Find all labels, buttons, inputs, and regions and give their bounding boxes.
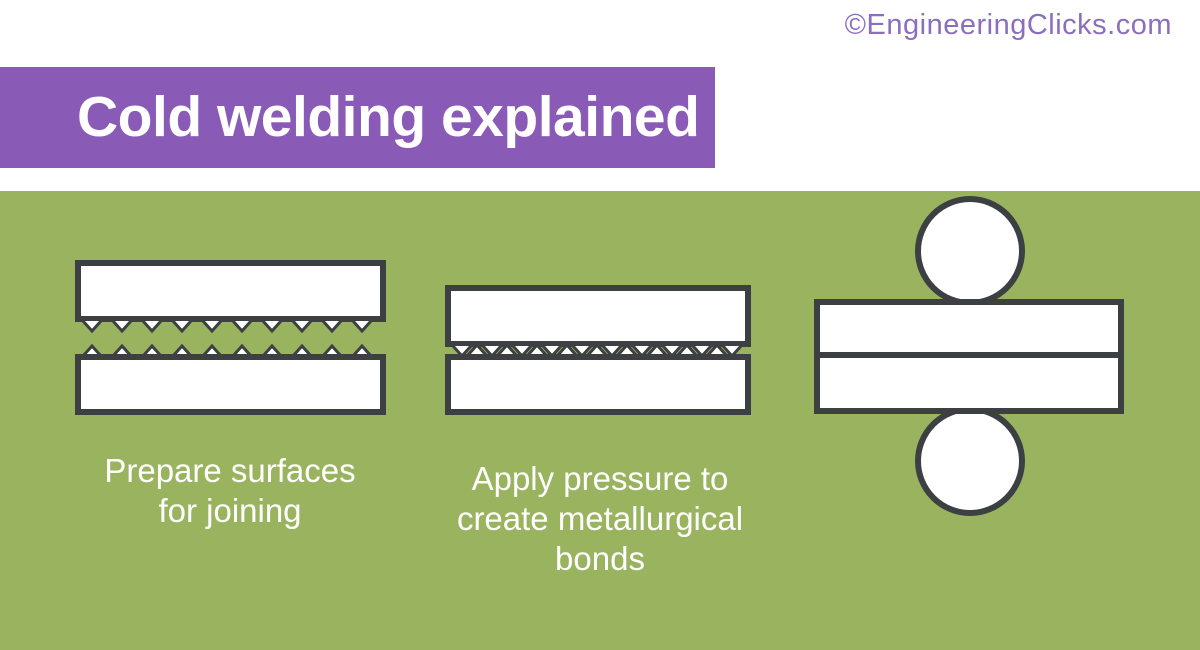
bottom-plate <box>75 354 386 415</box>
bottom-plate-serration-icon <box>466 342 728 357</box>
bottom-roller-icon <box>915 406 1025 516</box>
top-plate <box>814 299 1124 358</box>
caption-line: create metallurgical <box>456 500 744 537</box>
copyright-text: ©EngineeringClicks.com <box>844 9 1172 41</box>
title-banner: Cold welding explained <box>0 67 715 168</box>
top-plate <box>75 260 386 322</box>
top-band: ©EngineeringClicks.com <box>0 0 1200 67</box>
caption-line: bonds <box>555 540 645 577</box>
diagram-apply-pressure <box>445 285 751 415</box>
caption-apply-pressure: Apply pressure to create metallurgical b… <box>420 459 780 579</box>
top-roller-icon <box>915 196 1025 306</box>
bottom-plate-serration-icon <box>81 343 373 358</box>
bottom-plate <box>814 352 1124 414</box>
bottom-plate <box>445 354 751 415</box>
top-plate <box>445 285 751 347</box>
top-plate-serration-icon <box>81 319 373 334</box>
diagram-roll-bonding <box>814 196 1124 516</box>
caption-prepare-surfaces: Prepare surfaces for joining <box>60 451 400 531</box>
diagram-panel: Prepare surfaces for joining Apply press… <box>0 191 1200 650</box>
caption-line: Prepare surfaces <box>104 452 356 489</box>
diagram-prepare-surfaces <box>75 260 386 415</box>
page-title: Cold welding explained <box>77 85 700 149</box>
caption-line: Apply pressure to <box>471 460 729 497</box>
caption-line: for joining <box>158 492 302 529</box>
